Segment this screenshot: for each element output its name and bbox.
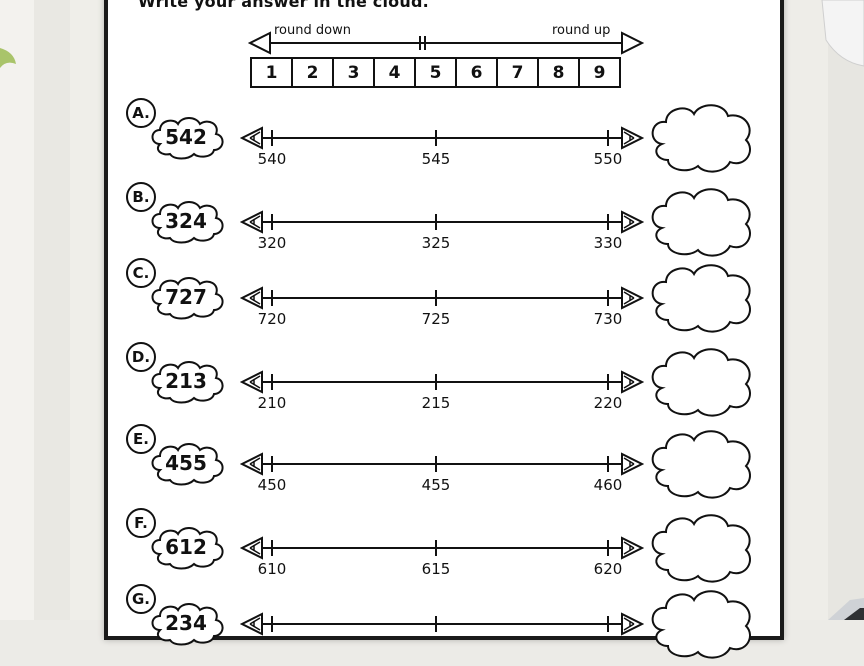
tick-label-start: 540 bbox=[257, 150, 287, 168]
tick-label-start: 210 bbox=[257, 394, 287, 412]
tick-label-end: 730 bbox=[593, 310, 623, 328]
problem-letter: B. bbox=[126, 182, 156, 212]
tick-label-start: 320 bbox=[257, 234, 287, 252]
number-cloud-icon bbox=[148, 198, 226, 244]
problem-row: B. 324 320 325 330 bbox=[0, 180, 864, 260]
tick-label-mid: 615 bbox=[421, 560, 451, 578]
problem-letter: E. bbox=[126, 424, 156, 454]
wood-plank bbox=[828, 0, 864, 620]
number-line bbox=[239, 123, 645, 153]
digit-box: 5 bbox=[414, 57, 457, 88]
plant-leaf-icon bbox=[0, 48, 16, 68]
tick-label-mid: 215 bbox=[421, 394, 451, 412]
tick-label-end: 620 bbox=[593, 560, 623, 578]
problem-number: 234 bbox=[165, 611, 207, 635]
problem-letter: F. bbox=[126, 508, 156, 538]
problem-number: 727 bbox=[165, 285, 207, 309]
digit-box: 2 bbox=[291, 57, 334, 88]
digit-box: 7 bbox=[496, 57, 539, 88]
answer-cloud-icon[interactable] bbox=[648, 588, 756, 662]
answer-cloud-icon[interactable] bbox=[648, 428, 756, 502]
clip-icon bbox=[828, 598, 864, 620]
number-line bbox=[239, 367, 645, 397]
number-cloud-icon bbox=[148, 358, 226, 404]
answer-cloud-icon[interactable] bbox=[648, 512, 756, 586]
number-cloud-icon bbox=[148, 274, 226, 320]
digit-box: 4 bbox=[373, 57, 416, 88]
problem-row: E. 455 450 455 460 bbox=[0, 422, 864, 502]
rounding-scale-arrow bbox=[248, 31, 644, 55]
digit-box: 8 bbox=[537, 57, 580, 88]
tick-label-mid: 455 bbox=[421, 476, 451, 494]
problem-letter: G. bbox=[126, 584, 156, 614]
number-line bbox=[239, 609, 645, 639]
instruction-text: Write your answer in the cloud. bbox=[138, 0, 429, 11]
digit-strip: 1 2 3 4 5 6 7 8 9 bbox=[250, 57, 621, 88]
wood-plank bbox=[34, 0, 71, 620]
problem-letter: A. bbox=[126, 98, 156, 128]
problem-number: 324 bbox=[165, 209, 207, 233]
problem-letter: D. bbox=[126, 342, 156, 372]
number-line bbox=[239, 283, 645, 313]
number-cloud-icon bbox=[148, 524, 226, 570]
problem-number: 455 bbox=[165, 451, 207, 475]
tick-label-start: 720 bbox=[257, 310, 287, 328]
digit-box: 6 bbox=[455, 57, 498, 88]
cup-icon bbox=[821, 0, 864, 67]
problem-row: D. 213 210 215 220 bbox=[0, 340, 864, 420]
problem-row: C. 727 720 725 730 bbox=[0, 256, 864, 336]
tick-label-end: 460 bbox=[593, 476, 623, 494]
tick-label-end: 550 bbox=[593, 150, 623, 168]
problem-number: 542 bbox=[165, 125, 207, 149]
wood-plank bbox=[70, 0, 104, 620]
answer-cloud-icon[interactable] bbox=[648, 102, 756, 176]
tick-label-start: 450 bbox=[257, 476, 287, 494]
round-up-label: round up bbox=[552, 23, 611, 38]
problem-row: A. 542 540 545 550 bbox=[0, 96, 864, 176]
round-down-label: round down bbox=[274, 23, 351, 38]
number-line bbox=[239, 449, 645, 479]
number-line bbox=[239, 533, 645, 563]
tick-label-mid: 545 bbox=[421, 150, 451, 168]
problem-row: G. 234 bbox=[0, 582, 864, 662]
answer-cloud-icon[interactable] bbox=[648, 186, 756, 260]
answer-cloud-icon[interactable] bbox=[648, 262, 756, 336]
number-cloud-icon bbox=[148, 440, 226, 486]
answer-cloud-icon[interactable] bbox=[648, 346, 756, 420]
problem-number: 612 bbox=[165, 535, 207, 559]
tick-label-mid: 725 bbox=[421, 310, 451, 328]
problem-letter: C. bbox=[126, 258, 156, 288]
number-cloud-icon bbox=[148, 114, 226, 160]
tick-label-start: 610 bbox=[257, 560, 287, 578]
number-line bbox=[239, 207, 645, 237]
tick-label-end: 220 bbox=[593, 394, 623, 412]
digit-box: 1 bbox=[250, 57, 293, 88]
digit-box: 9 bbox=[578, 57, 621, 88]
tick-label-mid: 325 bbox=[421, 234, 451, 252]
digit-box: 3 bbox=[332, 57, 375, 88]
tick-label-end: 330 bbox=[593, 234, 623, 252]
problem-number: 213 bbox=[165, 369, 207, 393]
problem-row: F. 612 610 615 620 bbox=[0, 506, 864, 586]
